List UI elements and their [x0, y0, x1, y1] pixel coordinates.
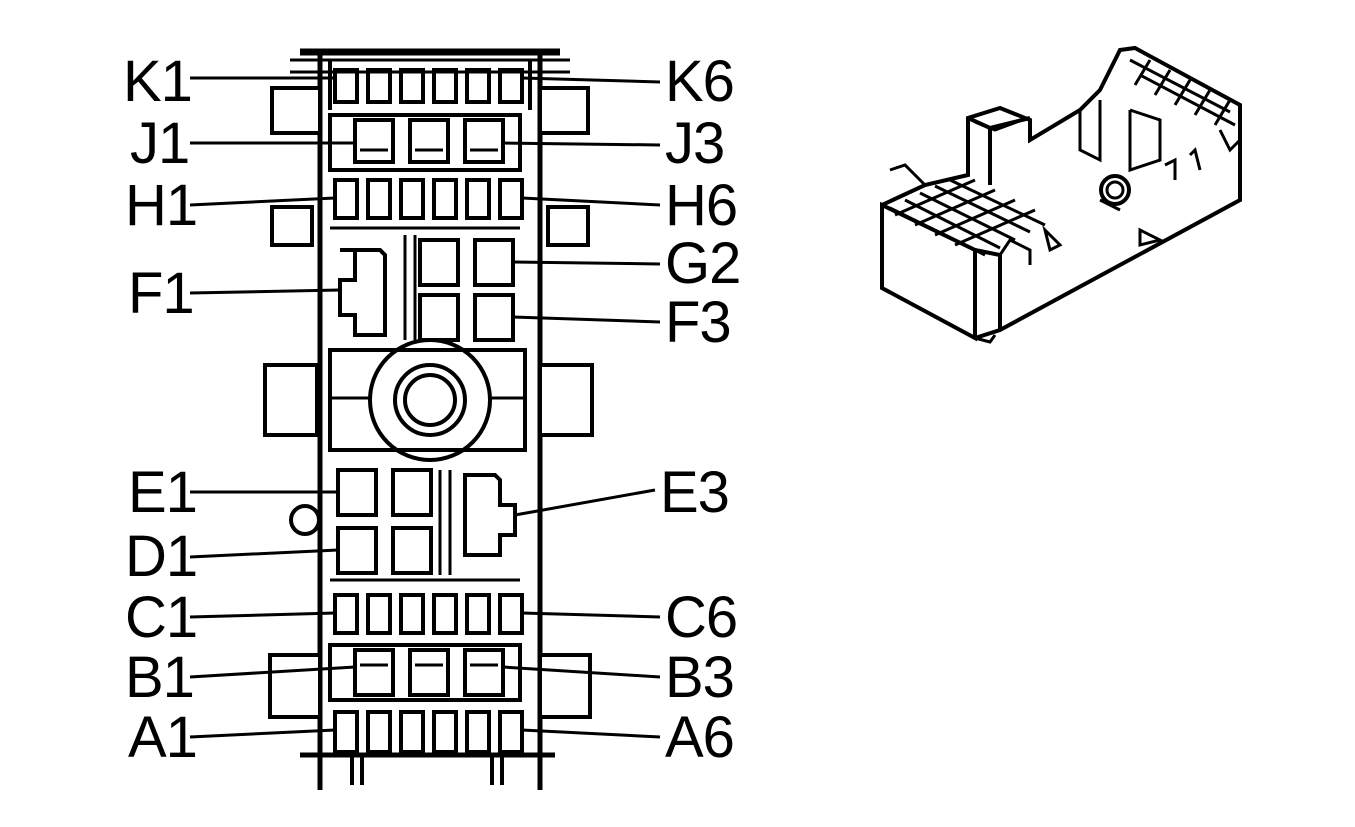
connector-face	[263, 48, 594, 790]
label-f1: F1	[128, 261, 194, 326]
iso-right-grid	[1129, 58, 1236, 127]
row-k-terminals	[333, 68, 524, 104]
row-a-terminals	[333, 710, 524, 754]
row-fg-terminals	[338, 235, 515, 342]
row-b-terminals	[328, 643, 522, 702]
label-j1: J1	[130, 111, 189, 176]
row-j-terminals	[328, 113, 522, 172]
label-e3: E3	[660, 460, 729, 525]
label-k6: K6	[665, 49, 734, 114]
label-g2: G2	[665, 231, 740, 296]
label-e1: E1	[128, 460, 197, 525]
row-c-terminals	[333, 593, 524, 635]
label-h6: H6	[665, 173, 737, 238]
label-c1: C1	[125, 585, 197, 650]
label-j3: J3	[665, 111, 724, 176]
label-h1: H1	[125, 173, 197, 238]
label-a1: A1	[128, 705, 197, 770]
label-b3: B3	[665, 645, 734, 710]
row-h-terminals	[330, 178, 524, 230]
iso-cavity-grid	[889, 178, 1046, 257]
label-d1: D1	[125, 524, 197, 589]
label-c6: C6	[665, 585, 737, 650]
row-ed-terminals	[330, 468, 520, 582]
leader-lines	[189, 76, 661, 739]
right-labels: K6 J3 H6 G2 F3 E3 C6 B3 A6	[660, 49, 741, 770]
label-k1: K1	[123, 49, 192, 114]
connector-isometric-view	[880, 45, 1242, 344]
label-a6: A6	[665, 705, 734, 770]
left-labels: K1 J1 H1 F1 E1 D1 C1 B1 A1	[123, 49, 198, 770]
label-b1: B1	[125, 645, 194, 710]
label-f3: F3	[665, 290, 731, 355]
center-boss	[263, 338, 594, 462]
